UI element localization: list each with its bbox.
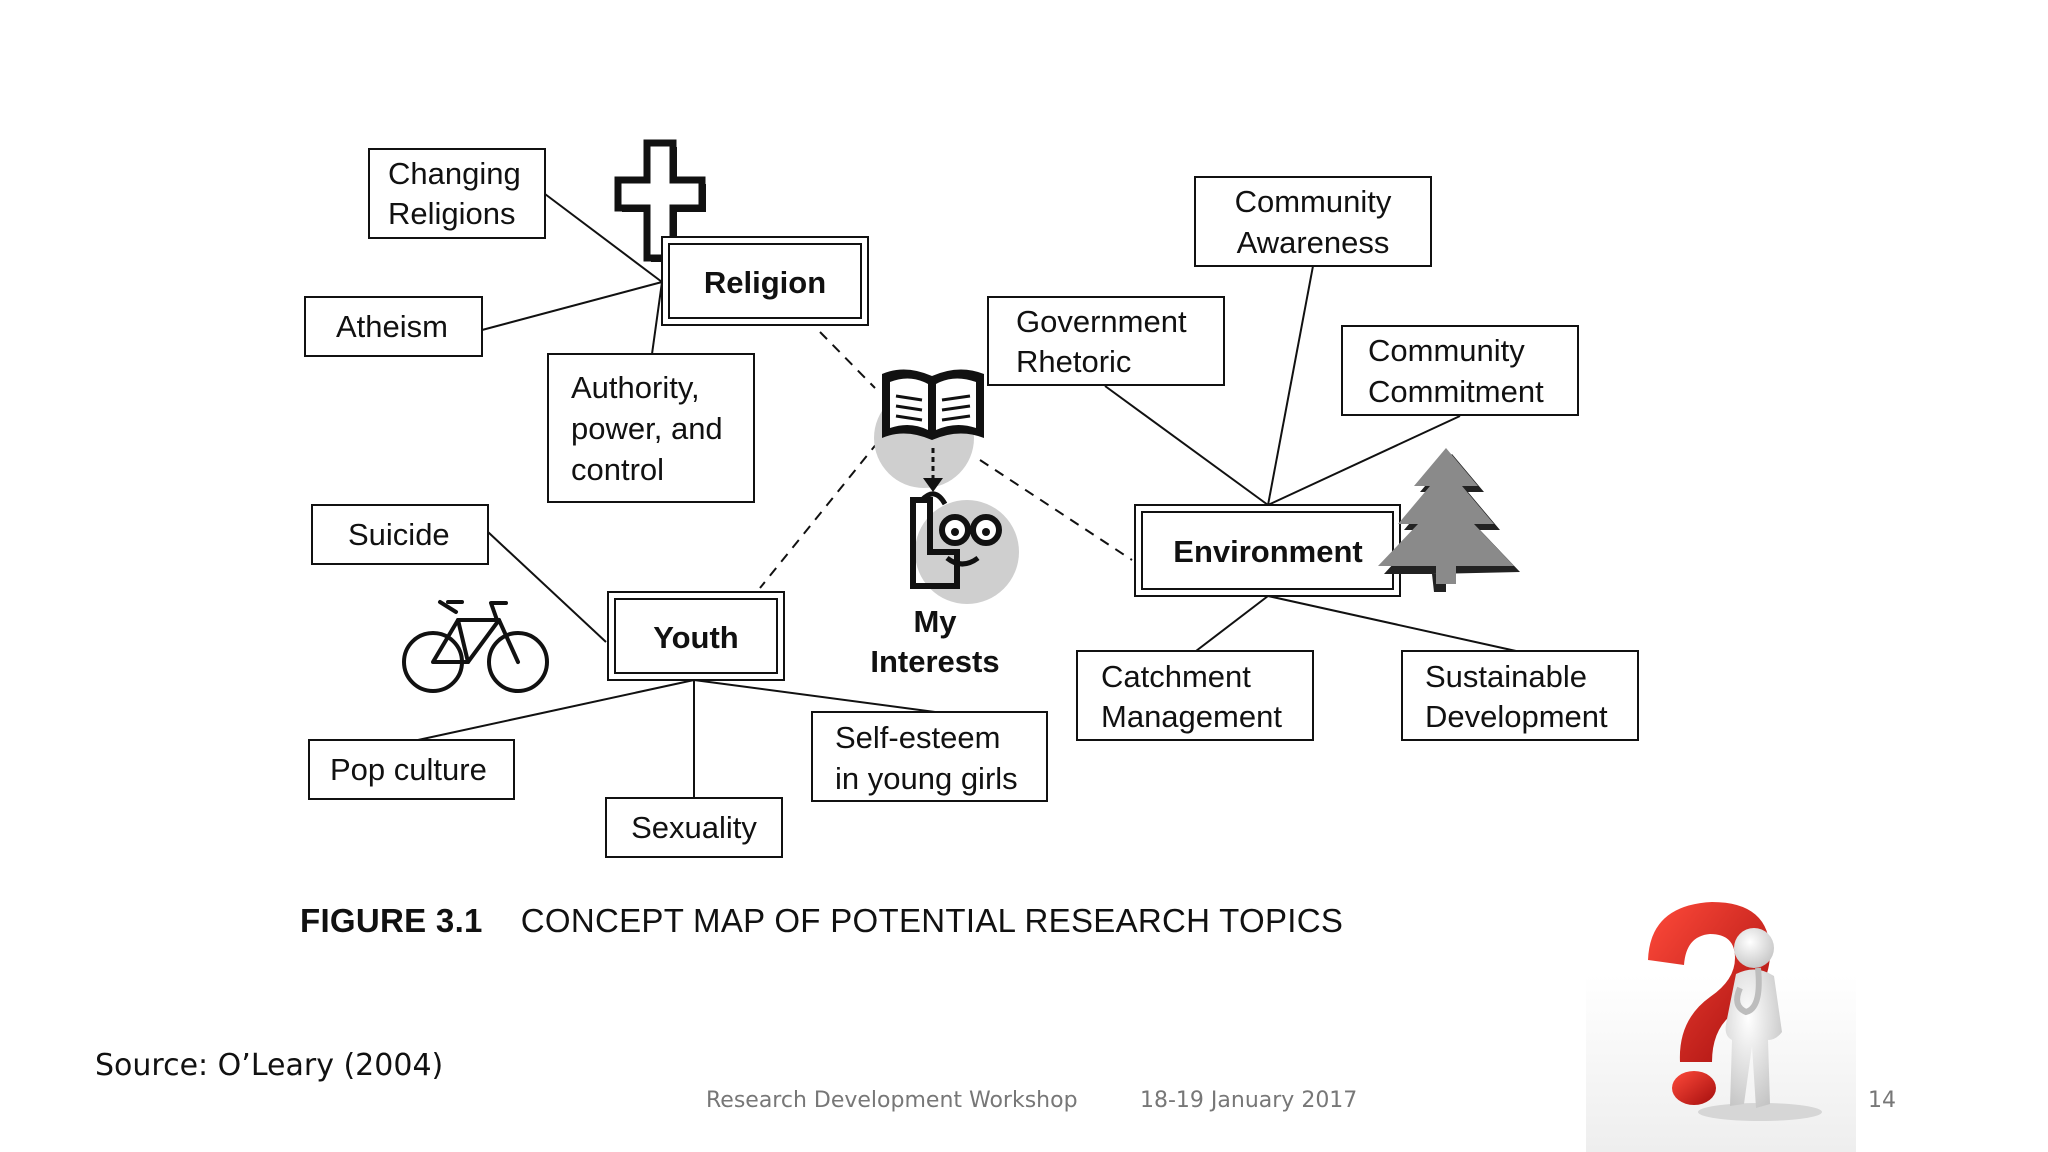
youth-hub: Youth [607,591,785,681]
book-icon [874,369,984,492]
source-citation: Source: O’Leary (2004) [95,1048,444,1083]
sustainable-line-2: Development [1425,699,1608,734]
sexuality-label: Sexuality [631,810,757,845]
community-awareness-box: Community Awareness [1194,176,1432,267]
government-rhetoric-line-1: Government [1016,304,1187,339]
authority-line-3: control [571,452,664,487]
community-awareness-line-1: Community [1235,184,1392,219]
self-esteem-line-2: in young girls [835,761,1018,796]
community-commitment-line-1: Community [1368,333,1525,368]
government-rhetoric-box: Government Rhetoric [987,296,1225,386]
self-esteem-line-1: Self-esteem [835,720,1000,755]
changing-religions-line-1: Changing [388,156,521,191]
my-interests-line-2: Interests [870,644,999,679]
dashed-links [759,331,1133,589]
sustainable-line-1: Sustainable [1425,659,1587,694]
catchment-line-2: Management [1101,699,1282,734]
connector-lines [417,193,1517,798]
figure-title: CONCEPT MAP OF POTENTIAL RESEARCH TOPICS [520,902,1344,939]
changing-religions-line-2: Religions [388,196,516,231]
religion-hub: Religion [661,236,869,326]
suicide-label: Suicide [348,517,450,552]
authority-line-1: Authority, [571,370,700,405]
bicycle-icon [402,600,549,693]
self-esteem-box: Self-esteem in young girls [811,711,1048,802]
catchment-line-1: Catchment [1101,659,1251,694]
community-commitment-line-2: Commitment [1368,374,1544,409]
page-number: 14 [1868,1088,1896,1113]
government-rhetoric-line-2: Rhetoric [1016,344,1131,379]
pine-tree-icon [1378,448,1520,592]
suicide-box: Suicide [311,504,489,565]
pop-culture-box: Pop culture [308,739,515,800]
youth-label: Youth [653,620,739,655]
authority-line-2: power, and [571,411,723,446]
thinking-face-icon [910,491,1019,604]
catchment-management-box: Catchment Management [1076,650,1314,741]
question-mark-figure-icon [1586,902,1856,1152]
pop-culture-label: Pop culture [330,752,487,787]
sustainable-development-box: Sustainable Development [1401,650,1639,741]
footer-workshop-title: Research Development Workshop [706,1088,1078,1113]
authority-power-control-box: Authority, power, and control [547,353,755,503]
figure-number: FIGURE 3.1 [300,902,483,939]
community-commitment-box: Community Commitment [1341,325,1579,416]
changing-religions-box: Changing Religions [368,148,546,239]
figure-caption: FIGURE 3.1 CONCEPT MAP OF POTENTIAL RESEA… [300,902,1343,940]
my-interests-line-1: My [913,604,957,639]
environment-hub: Environment [1134,504,1401,597]
footer-date: 18-19 January 2017 [1140,1088,1358,1113]
atheism-box: Atheism [304,296,483,357]
environment-label: Environment [1173,534,1362,569]
atheism-label: Atheism [336,309,448,344]
religion-label: Religion [704,265,826,300]
sexuality-box: Sexuality [605,797,783,858]
community-awareness-line-2: Awareness [1237,225,1390,260]
